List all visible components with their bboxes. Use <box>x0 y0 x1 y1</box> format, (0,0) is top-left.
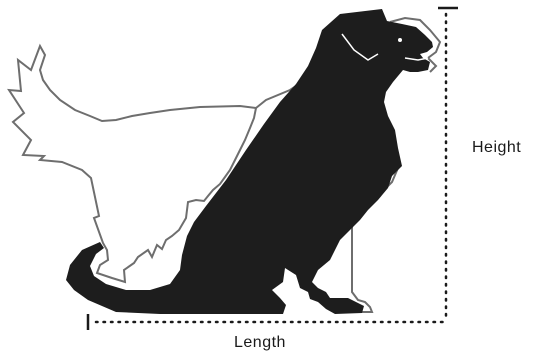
length-label: Length <box>234 334 286 352</box>
dog-eye-icon <box>398 38 402 42</box>
height-label: Height <box>472 139 521 157</box>
